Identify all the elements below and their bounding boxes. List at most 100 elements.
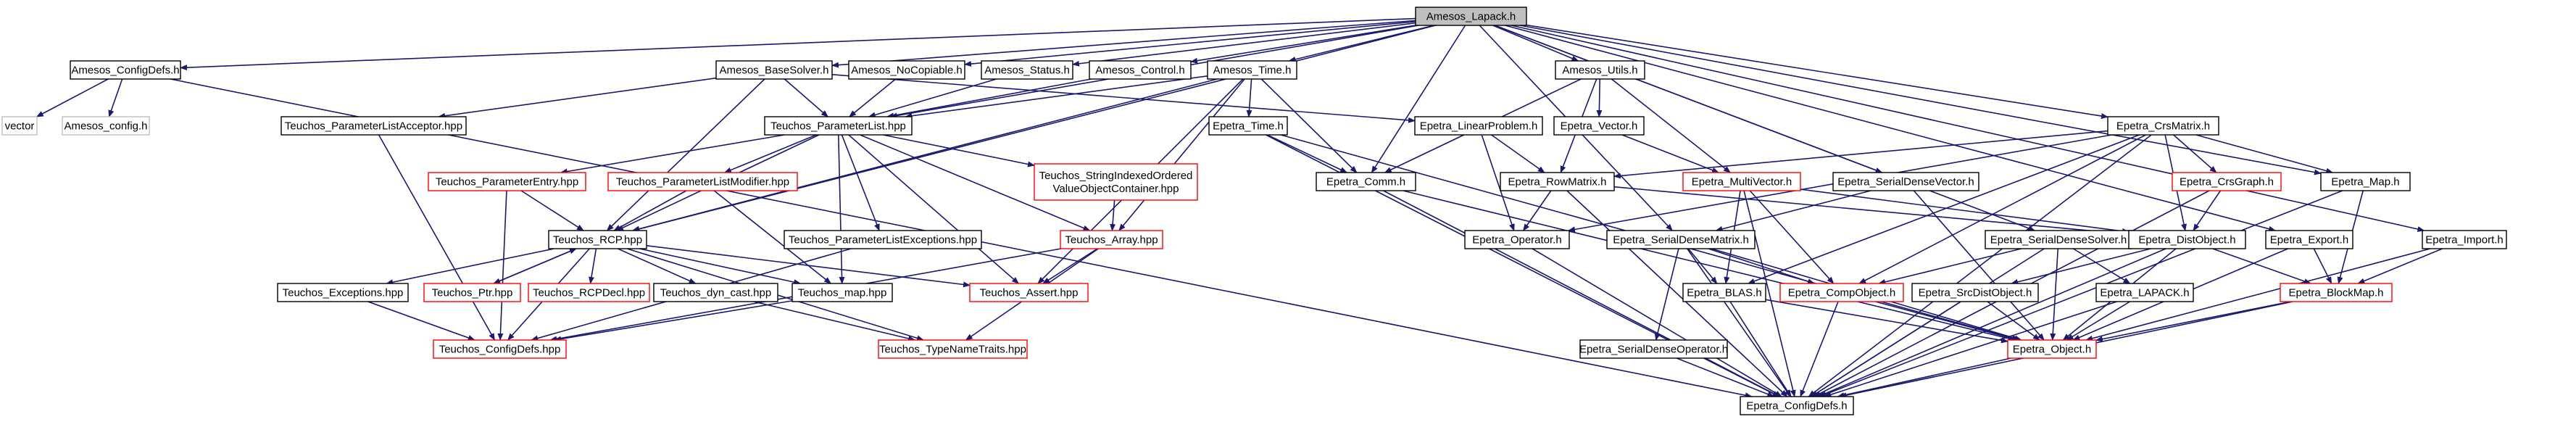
dependency-edge	[1520, 25, 2322, 175]
node-label: Epetra_BlockMap.h	[2289, 287, 2384, 299]
node-label: Epetra_Export.h	[2270, 234, 2348, 246]
node-amesos-config-h: Amesos_config.h	[62, 116, 150, 136]
node-teuchos-parameterentry-hpp[interactable]: Teuchos_ParameterEntry.hpp	[428, 172, 586, 191]
node-teuchos-parameterlist-hpp[interactable]: Teuchos_ParameterList.hpp	[764, 116, 913, 136]
dependency-edge	[753, 301, 916, 341]
node-teuchos-parameterlistexceptions-hpp[interactable]: Teuchos_ParameterListExceptions.hpp	[784, 230, 982, 249]
dependency-edge	[886, 78, 1092, 119]
node-epetra-object-h[interactable]: Epetra_Object.h	[2007, 339, 2097, 359]
node-epetra-blockmap-h[interactable]: Epetra_BlockMap.h	[2280, 283, 2393, 302]
dependency-edge	[1875, 301, 2019, 341]
node-box	[2320, 172, 2411, 191]
dependency-edge	[1654, 248, 1679, 341]
node-epetra-multivector-h[interactable]: Epetra_MultiVector.h	[1682, 172, 1801, 191]
node-teuchos-typenametraits-hpp[interactable]: Teuchos_TypeNameTraits.hpp	[878, 339, 1028, 359]
dependency-edge	[639, 248, 802, 286]
node-teuchos-ptr-hpp[interactable]: Teuchos_Ptr.hpp	[423, 283, 521, 302]
dependency-edge	[964, 20, 1416, 67]
node-epetra-serialdensevector-h[interactable]: Epetra_SerialDenseVector.h	[1832, 172, 1979, 191]
node-epetra-operator-h[interactable]: Epetra_Operator.h	[1464, 230, 1570, 249]
node-box	[2172, 172, 2282, 191]
node-teuchos-map-hpp[interactable]: Teuchos_map.hpp	[792, 283, 893, 302]
node-label: Epetra_LAPACK.h	[2100, 287, 2189, 299]
node-epetra-crsgraph-h[interactable]: Epetra_CrsGraph.h	[2172, 172, 2282, 191]
dependency-edge	[1491, 134, 1545, 173]
node-amesos-basesolver-h[interactable]: Amesos_BaseSolver.h	[715, 60, 833, 80]
node-epetra-configdefs-h[interactable]: Epetra_ConfigDefs.h	[1740, 396, 1854, 415]
dependency-edge	[1747, 134, 2140, 284]
node-epetra-rowmatrix-h[interactable]: Epetra_RowMatrix.h	[1500, 172, 1615, 191]
node-amesos-nocopiable-h[interactable]: Amesos_NoCopiable.h	[848, 60, 965, 80]
dependency-edge	[520, 190, 584, 231]
node-epetra-blas-h[interactable]: Epetra_BLAS.h	[1682, 283, 1766, 302]
node-box	[792, 283, 893, 302]
node-epetra-lapack-h[interactable]: Epetra_LAPACK.h	[2095, 283, 2194, 302]
node-teuchos-exceptions-hpp[interactable]: Teuchos_Exceptions.hpp	[277, 283, 409, 302]
node-label: Epetra_CompObject.h	[1788, 287, 1895, 299]
node-label: Epetra_ConfigDefs.h	[1746, 400, 1847, 413]
dependency-edge	[631, 78, 1218, 232]
node-label: Epetra_SerialDenseSolver.h	[1990, 234, 2127, 246]
dependency-edge	[2011, 248, 2151, 285]
dependency-edge	[1481, 134, 1515, 231]
dependency-edge	[1611, 78, 1731, 173]
node-amesos-lapack-h[interactable]: Amesos_Lapack.h	[1415, 7, 1527, 26]
node-epetra-serialdensesolver-h[interactable]: Epetra_SerialDenseSolver.h	[1985, 230, 2132, 249]
dependency-edge	[1715, 190, 1871, 232]
dependency-edge	[1749, 190, 1835, 284]
dependency-edge	[367, 301, 475, 341]
node-label: vector	[5, 120, 35, 133]
node-teuchos-parameterlistmodifier-hpp[interactable]: Teuchos_ParameterListModifier.hpp	[607, 172, 798, 191]
dependency-edge	[1800, 301, 1839, 397]
dependency-edge	[1800, 188, 2130, 234]
node-label: Epetra_Time.h	[1213, 120, 1284, 133]
node-teuchos-configdefs-hpp[interactable]: Teuchos_ConfigDefs.hpp	[433, 339, 567, 359]
node-teuchos-parameterlistacceptor-hpp[interactable]: Teuchos_ParameterListAcceptor.hpp	[281, 116, 467, 136]
node-label: Epetra_CrsGraph.h	[2180, 176, 2274, 188]
node-amesos-control-h[interactable]: Amesos_Control.h	[1089, 60, 1192, 80]
node-label: Epetra_Operator.h	[1472, 234, 1561, 246]
node-epetra-export-h[interactable]: Epetra_Export.h	[2265, 230, 2353, 249]
node-box	[2422, 230, 2507, 249]
node-box	[969, 283, 1089, 302]
node-amesos-status-h[interactable]: Amesos_Status.h	[981, 60, 1073, 80]
node-epetra-crsmatrix-h[interactable]: Epetra_CrsMatrix.h	[2107, 116, 2219, 136]
dependency-edge	[1383, 190, 1780, 397]
node-label: Amesos_Lapack.h	[1426, 11, 1516, 23]
node-box	[1555, 60, 1645, 80]
node-epetra-distobject-h[interactable]: Epetra_DistObject.h	[2128, 230, 2246, 249]
dependency-edge	[497, 190, 507, 341]
dependency-edge	[2050, 248, 2059, 341]
node-box	[1682, 172, 1801, 191]
node-epetra-time-h[interactable]: Epetra_Time.h	[1208, 116, 1288, 136]
node-teuchos-array-hpp[interactable]: Teuchos_Array.hpp	[1060, 230, 1163, 249]
node-teuchos-rcpdecl-hpp[interactable]: Teuchos_RCPDecl.hpp	[528, 283, 650, 302]
dependency-edge	[723, 134, 817, 173]
dependency-edge	[848, 134, 1019, 284]
node-label: Teuchos_ConfigDefs.hpp	[439, 344, 561, 356]
node-amesos-utils-h[interactable]: Amesos_Utils.h	[1555, 60, 1645, 80]
node-teuchos-stringindexedordered-valueobjectcontainer-hpp[interactable]: Teuchos_StringIndexedOrderedValueObjectC…	[1034, 163, 1198, 201]
node-epetra-serialdensematrix-h[interactable]: Epetra_SerialDenseMatrix.h	[1606, 230, 1756, 249]
node-box	[1464, 230, 1570, 249]
node-epetra-vector-h[interactable]: Epetra_Vector.h	[1553, 116, 1645, 136]
node-label: Epetra_SrcDistObject.h	[1919, 287, 2032, 299]
dependency-edge	[1987, 301, 2040, 341]
node-teuchos-assert-hpp[interactable]: Teuchos_Assert.hpp	[969, 283, 1089, 302]
node-epetra-serialdenseoperator-h[interactable]: Epetra_SerialDenseOperator.h	[1579, 339, 1728, 359]
node-epetra-compobject-h[interactable]: Epetra_CompObject.h	[1779, 283, 1904, 302]
node-epetra-import-h[interactable]: Epetra_Import.h	[2422, 230, 2507, 249]
edge-layer	[36, 17, 2443, 399]
node-label: Epetra_Vector.h	[1561, 120, 1638, 133]
node-teuchos-rcp-hpp[interactable]: Teuchos_RCP.hpp	[548, 230, 647, 249]
node-epetra-map-h[interactable]: Epetra_Map.h	[2320, 172, 2411, 191]
node-teuchos-dyn-cast-hpp[interactable]: Teuchos_dyn_cast.hpp	[653, 283, 778, 302]
node-epetra-linearproblem-h[interactable]: Epetra_LinearProblem.h	[1414, 116, 1543, 136]
node-epetra-srcdistobject-h[interactable]: Epetra_SrcDistObject.h	[1911, 283, 2039, 302]
node-epetra-comm-h[interactable]: Epetra_Comm.h	[1316, 172, 1416, 191]
dependency-edge	[1613, 186, 2130, 237]
node-amesos-time-h[interactable]: Amesos_Time.h	[1207, 60, 1297, 80]
dependency-edge	[713, 190, 832, 284]
node-amesos-configdefs-h[interactable]: Amesos_ConfigDefs.h	[70, 60, 181, 80]
node-label: Epetra_MultiVector.h	[1692, 176, 1792, 188]
